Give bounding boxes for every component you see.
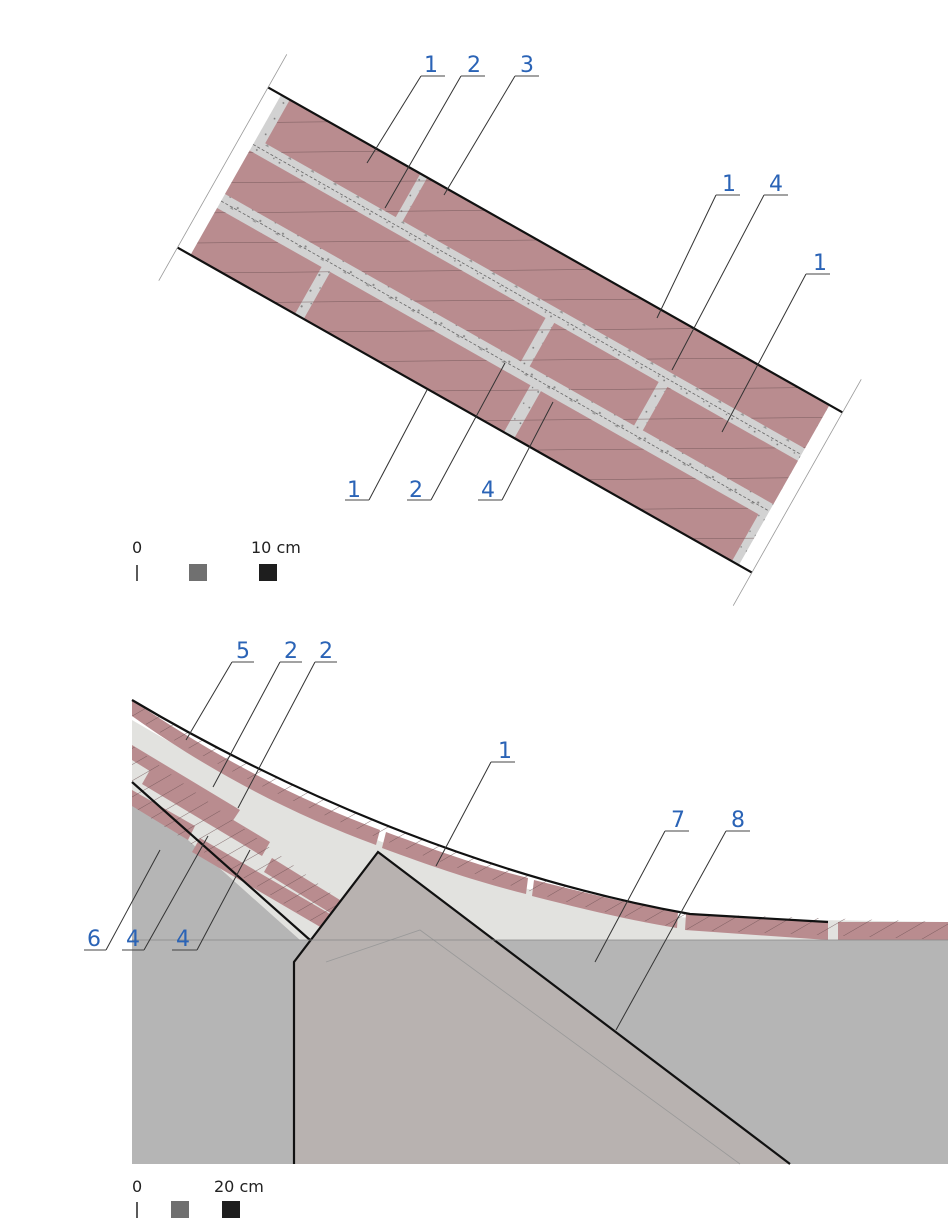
callout-label: 4 [769, 172, 783, 197]
brick-course-bottom [190, 207, 766, 566]
scale-start-label: 0 [132, 1177, 142, 1196]
callout-label: 4 [176, 927, 190, 952]
callout-label: 5 [236, 639, 250, 664]
top-callout-leaders [345, 75, 830, 501]
callout-label: 1 [722, 172, 736, 197]
callout-label: 6 [87, 927, 101, 952]
top-wall-section [158, 54, 862, 606]
callout-label: 1 [424, 53, 438, 78]
callout-label: 3 [520, 53, 534, 78]
bottom-arch-section [131, 699, 948, 1165]
callout-label: 2 [284, 639, 298, 664]
callout-label: 2 [409, 478, 423, 503]
stone-block [294, 852, 790, 1164]
top-callout-labels: 1 2 3 1 4 1 1 2 4 [347, 53, 827, 503]
scale-end-label: 20 cm [214, 1177, 264, 1196]
brick-course-middle [225, 150, 798, 505]
callout-label: 7 [671, 808, 685, 833]
callout-label: 4 [126, 927, 140, 952]
callout-label: 1 [498, 739, 512, 764]
brick-course-top [265, 99, 830, 449]
bottom-callout-labels: 5 2 2 1 7 8 6 4 4 [87, 639, 745, 952]
bottom-callout-leaders [84, 661, 750, 1031]
bottom-scale-bar: 0 20 cm [132, 1177, 264, 1218]
callout-label: 2 [319, 639, 333, 664]
scale-start-label: 0 [132, 538, 142, 557]
filler-layer [132, 720, 948, 940]
callout-label: 4 [481, 478, 495, 503]
callout-label: 2 [467, 53, 481, 78]
callout-label: 1 [813, 251, 827, 276]
callout-label: 8 [731, 808, 745, 833]
top-scale-bar: 0 10 cm [132, 538, 301, 581]
callout-label: 1 [347, 478, 361, 503]
scale-end-label: 10 cm [251, 538, 301, 557]
inner-brick-rows [132, 745, 340, 928]
